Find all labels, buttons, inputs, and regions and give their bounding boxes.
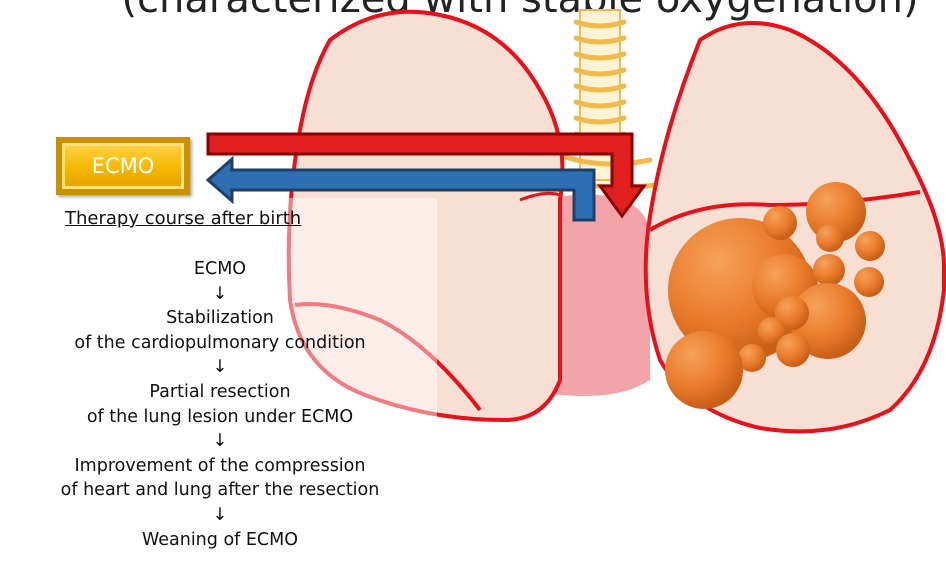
down-arrow-icon: ↓ [213, 429, 228, 454]
course-step: Partial resection [149, 380, 290, 405]
course-step: of the lung lesion under ECMO [87, 405, 353, 430]
down-arrow-icon: ↓ [213, 355, 228, 380]
course-step: Stabilization [166, 306, 274, 331]
course-step: Improvement of the compression [75, 454, 366, 479]
course-title: Therapy course after birth [65, 208, 301, 229]
course-step: ECMO [194, 257, 246, 282]
cyst [665, 331, 743, 409]
ecmo-label: ECMO [92, 154, 155, 178]
down-arrow-icon: ↓ [213, 503, 228, 528]
trachea [550, 10, 660, 187]
down-arrow-icon: ↓ [213, 282, 228, 307]
ecmo-device-box: ECMO [56, 137, 190, 195]
cyst [855, 231, 885, 261]
course-step: of heart and lung after the resection [61, 478, 380, 503]
course-step: Weaning of ECMO [142, 528, 298, 553]
therapy-course-list: ECMO ↓ Stabilization of the cardiopulmon… [0, 257, 440, 552]
cyst [813, 254, 845, 286]
cyst [854, 267, 884, 297]
cyst [763, 206, 797, 240]
cyst [776, 333, 810, 367]
cyst [816, 224, 844, 252]
course-step: of the cardiopulmonary condition [74, 331, 365, 356]
